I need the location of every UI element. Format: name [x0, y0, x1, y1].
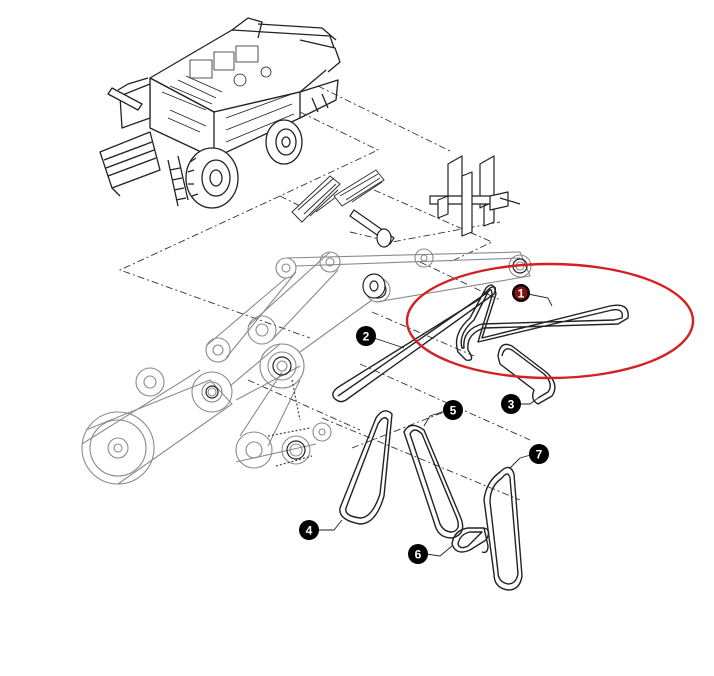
callout-2[interactable]: 2: [356, 326, 376, 346]
belt-2: [332, 286, 497, 403]
callout-7[interactable]: 7: [529, 444, 549, 464]
chain-strip-illustration: [291, 169, 385, 223]
callout-3-label: 3: [508, 398, 515, 412]
callout-5-label: 5: [450, 404, 457, 418]
callout-5[interactable]: 5: [443, 400, 463, 420]
rotor-assembly-illustration: [429, 155, 521, 237]
combine-harvester-illustration: [99, 17, 341, 209]
highlight-ring: [405, 262, 695, 380]
dashed-guide-lines: [118, 85, 531, 501]
shaft-illustration: [349, 209, 395, 299]
callout-4[interactable]: 4: [299, 520, 319, 540]
belt-5: [403, 424, 464, 539]
callout-1-label: 1: [518, 287, 525, 301]
callout-6-label: 6: [415, 548, 422, 562]
belt-3: [497, 343, 556, 405]
belt-1: [455, 284, 629, 361]
callout-1[interactable]: 1: [512, 284, 530, 302]
belt-4: [339, 410, 393, 525]
belt-6: [451, 527, 490, 554]
callout-7-label: 7: [536, 448, 543, 462]
belt-7: [483, 466, 523, 591]
callout-2-label: 2: [363, 330, 370, 344]
callout-6[interactable]: 6: [408, 544, 428, 564]
callout-4-label: 4: [306, 524, 313, 538]
callout-3[interactable]: 3: [501, 394, 521, 414]
